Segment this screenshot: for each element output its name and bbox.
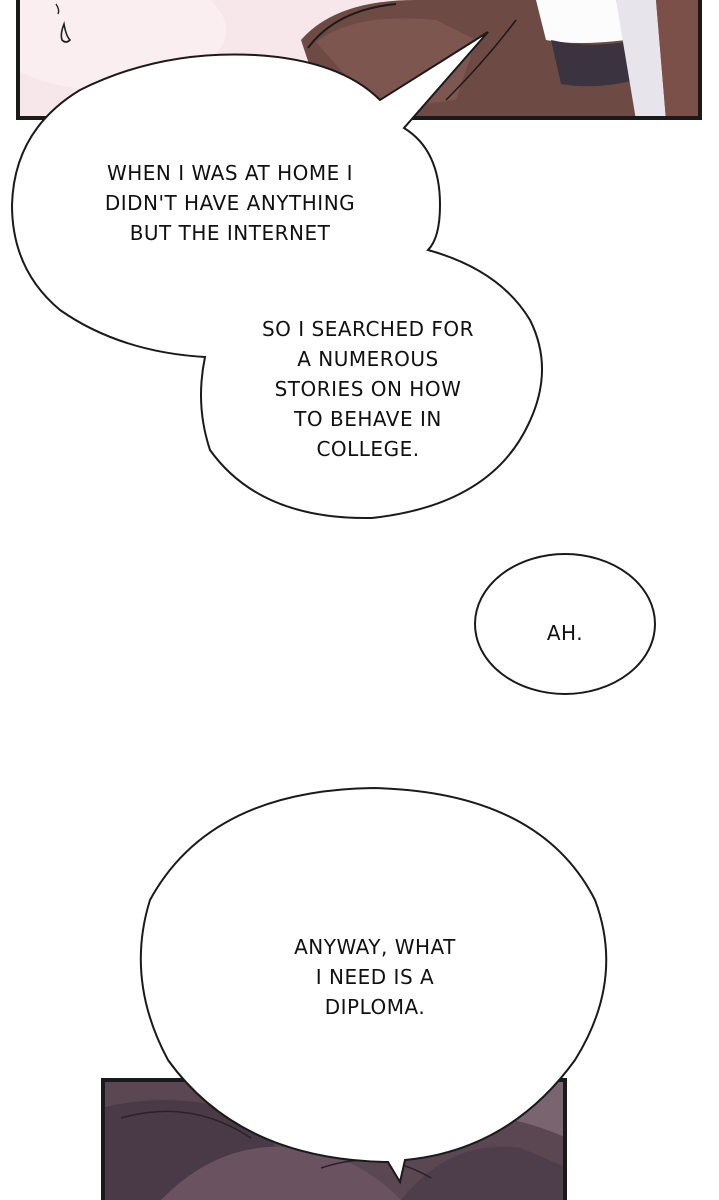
bubble-ah-shape	[474, 553, 656, 695]
bubble-diploma-shape	[139, 786, 608, 1185]
bubble-ah-text: AH.	[546, 621, 584, 645]
bubble-searched-stories-text: SO I SEARCHED FOR A NUMEROUS STORIES ON …	[261, 317, 474, 461]
bubble-home-internet-shape	[10, 31, 543, 520]
bubble-diploma-text: ANYWAY, WHAT I NEED IS A DIPLOMA.	[294, 935, 456, 1019]
bubble-home-internet-text: WHEN I WAS AT HOME I DIDN'T HAVE ANYTHIN…	[104, 161, 356, 245]
sweat-drop-icon	[60, 21, 72, 43]
